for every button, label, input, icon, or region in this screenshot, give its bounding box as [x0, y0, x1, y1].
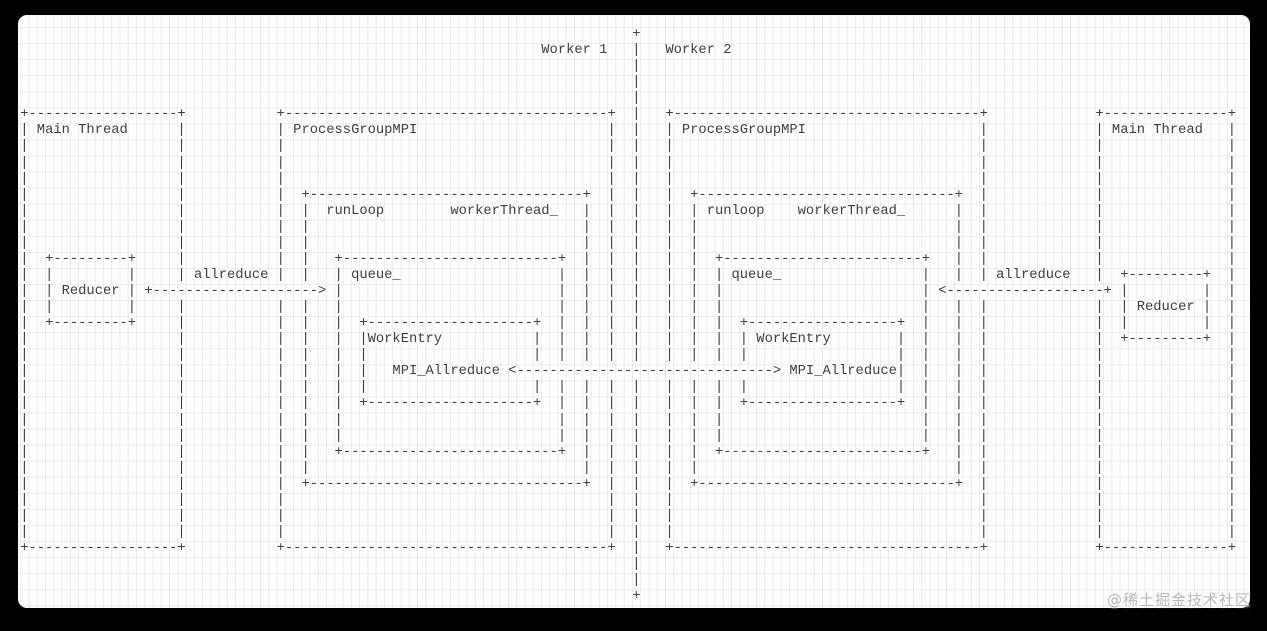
- juejin-watermark: @稀土掘金技术社区: [1106, 591, 1251, 609]
- grid-paper: [18, 15, 1250, 608]
- ascii-diagram: + Worker 1 | Worker 2: [20, 27, 1236, 605]
